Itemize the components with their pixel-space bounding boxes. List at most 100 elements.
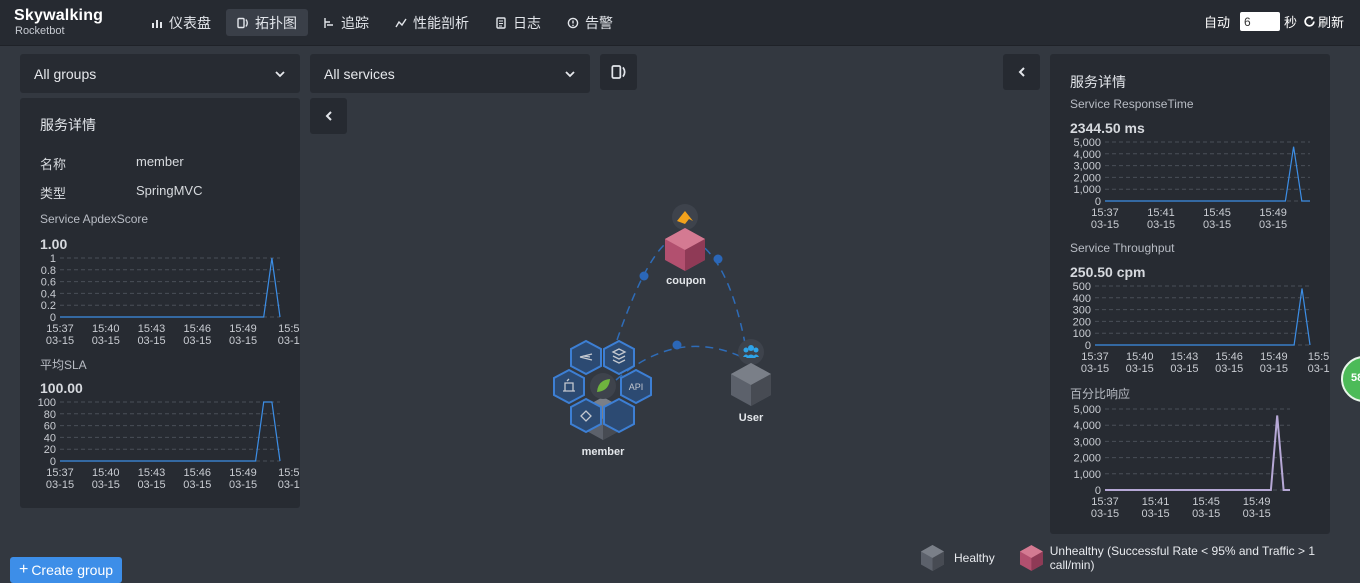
percentile-label: 百分比响应: [1070, 387, 1131, 401]
alarm-icon: [567, 17, 579, 28]
log-icon: [496, 16, 506, 29]
series-line: [60, 257, 281, 318]
y-tick-label: 400: [1073, 293, 1091, 305]
nav-topology-label: 拓扑图: [255, 14, 297, 31]
y-tick-label: 0.8: [41, 265, 56, 277]
hex-menu-item[interactable]: [570, 397, 602, 434]
y-tick-label: 0.4: [41, 288, 56, 300]
nav-dashboard[interactable]: 仪表盘: [140, 9, 222, 36]
series-line: [1105, 415, 1290, 491]
y-tick-label: 40: [44, 432, 56, 444]
chevron-left-icon: [325, 111, 332, 121]
apdex-value: 1.00: [40, 236, 68, 252]
refresh-button[interactable]: 刷新: [1303, 12, 1344, 31]
auto-label[interactable]: 自动: [1203, 15, 1230, 30]
nav-topology[interactable]: 拓扑图: [226, 9, 308, 36]
y-tick-label: 5,000: [1073, 404, 1101, 416]
y-tick-label: 0: [50, 312, 56, 324]
collapse-left-button[interactable]: [310, 98, 347, 134]
edge-dot[interactable]: [713, 254, 723, 264]
nav-alarm[interactable]: 告警: [556, 9, 624, 36]
node-user[interactable]: User: [731, 339, 771, 424]
topology-toggle-button[interactable]: [600, 54, 637, 90]
type-label: 类型: [40, 186, 67, 201]
node-label-user: User: [739, 412, 764, 424]
profile-icon: [395, 18, 407, 27]
dashboard-icon: [152, 19, 162, 28]
node-member[interactable]: API member: [553, 339, 652, 458]
y-tick-label: 200: [1073, 316, 1091, 328]
create-group-button[interactable]: + Create group: [10, 557, 122, 583]
topology-graph: coupon User A: [553, 204, 771, 458]
y-tick-label: 0.6: [41, 277, 56, 289]
api-icon: API: [629, 382, 644, 392]
services-select[interactable]: All services: [310, 54, 590, 93]
left-panel-title: 服务详情: [40, 117, 96, 133]
y-tick-label: 100: [38, 397, 56, 409]
hex-menu-item[interactable]: [553, 368, 585, 405]
nav-log[interactable]: 日志: [484, 9, 552, 36]
groups-select-value: All groups: [34, 65, 97, 82]
y-tick-label: 0: [1095, 196, 1101, 208]
type-value: SpringMVC: [136, 183, 203, 198]
service-type-icon: [677, 211, 693, 224]
y-tick-label: 2,000: [1073, 453, 1101, 465]
legend-healthy: Healthy: [920, 544, 995, 572]
node-coupon[interactable]: coupon: [665, 204, 706, 287]
sla-value: 100.00: [40, 380, 83, 396]
collapse-right-button[interactable]: [1003, 54, 1040, 90]
hex-menu-item[interactable]: [603, 339, 635, 376]
series-line: [60, 401, 281, 462]
y-tick-label: 0: [1085, 340, 1091, 352]
services-select-value: All services: [324, 65, 395, 82]
right-service-detail-panel: 服务详情 Service ResponseTime 2344.50 ms Ser…: [1050, 54, 1330, 534]
hex-menu-item[interactable]: [603, 397, 635, 434]
nav-trace[interactable]: 追踪: [312, 9, 380, 36]
apdex-label: Service ApdexScore: [40, 212, 149, 226]
y-tick-label: 1: [50, 253, 56, 265]
chevron-down-icon: [275, 70, 285, 77]
series-line: [1105, 146, 1310, 202]
layers-icon: [611, 348, 627, 364]
y-tick-label: 0: [1095, 485, 1101, 497]
y-tick-label: 0.2: [41, 300, 56, 312]
y-tick-label: 100: [1073, 328, 1091, 340]
refresh-label: 刷新: [1317, 15, 1344, 30]
hex-menu-item[interactable]: [570, 339, 602, 376]
top-nav-bar: Skywalking Rocketbot 仪表盘 拓扑图 追踪 性能剖析 日志 …: [0, 0, 1360, 46]
refresh-interval-input[interactable]: [1239, 12, 1280, 31]
response-time-value: 2344.50 ms: [1070, 120, 1145, 136]
nav-profile-label: 性能剖析: [413, 14, 469, 31]
nav-profile[interactable]: 性能剖析: [384, 9, 480, 36]
nav-log-label: 日志: [513, 14, 541, 31]
series-line: [1095, 288, 1311, 346]
hex-menu-item[interactable]: [620, 368, 652, 405]
refresh-icon: [1304, 16, 1315, 27]
floating-badge[interactable]: 58: [1341, 356, 1360, 402]
edge-dot[interactable]: [672, 340, 682, 350]
y-tick-label: 80: [44, 409, 56, 421]
node-label-coupon: coupon: [666, 275, 706, 287]
groups-select[interactable]: All groups: [20, 54, 300, 93]
throughput-label: Service Throughput: [1070, 241, 1175, 255]
y-tick-label: 5,000: [1073, 137, 1101, 149]
brand-logo[interactable]: Skywalking Rocketbot: [14, 7, 103, 38]
edge-dot[interactable]: [639, 271, 649, 281]
name-value: member: [136, 154, 184, 169]
interval-unit: 秒: [1283, 15, 1297, 30]
users-icon: [743, 345, 759, 358]
